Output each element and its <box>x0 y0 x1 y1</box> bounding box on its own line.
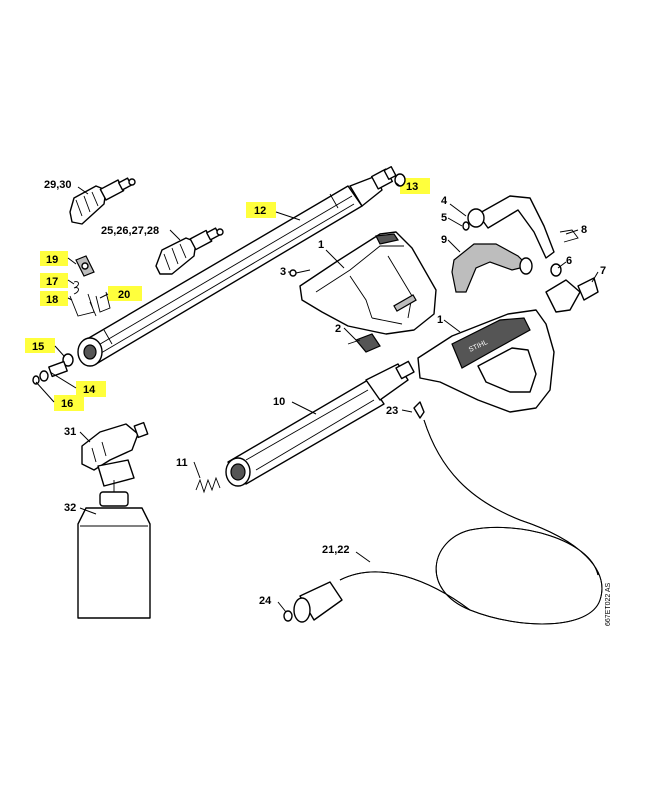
handle-lower-1: STIHL <box>417 309 555 413</box>
nozzle-29-30 <box>69 177 136 225</box>
label-1-upper: 1 <box>318 239 324 251</box>
lance-tube-12 <box>77 166 397 367</box>
label-14: 14 <box>83 384 96 396</box>
label-4: 4 <box>441 195 448 207</box>
foam-nozzle-31 <box>81 421 149 502</box>
label-9: 9 <box>441 234 447 246</box>
label-10: 10 <box>273 396 285 408</box>
label-15: 15 <box>32 341 44 353</box>
label-13: 13 <box>406 181 418 193</box>
label-3: 3 <box>280 266 286 278</box>
o-ring-13 <box>394 173 406 187</box>
document-code: 667ET022 AS <box>605 582 612 626</box>
nozzle-25-28 <box>155 227 224 275</box>
label-highlights <box>25 178 430 411</box>
label-18: 18 <box>46 294 58 306</box>
label-32: 32 <box>64 502 76 514</box>
spring-11 <box>195 476 221 494</box>
label-1-lower: 1 <box>437 314 443 326</box>
label-20: 20 <box>118 289 130 301</box>
nozzle-tip-14-16 <box>32 353 74 385</box>
label-25-28: 25,26,27,28 <box>101 225 159 237</box>
pin-2 <box>347 333 381 353</box>
extension-tube-10 <box>225 360 415 487</box>
label-16: 16 <box>61 398 73 410</box>
handle-shell-upper-1 <box>299 231 437 335</box>
label-8: 8 <box>581 224 587 236</box>
label-23: 23 <box>386 405 398 417</box>
hose-21-22 <box>283 401 603 625</box>
leader-lines <box>35 181 599 613</box>
label-6: 6 <box>566 255 572 267</box>
screw-3 <box>289 269 311 277</box>
trigger-guard-9 <box>451 243 533 293</box>
valve-parts-6-7 <box>545 263 599 313</box>
label-24: 24 <box>259 595 272 607</box>
label-29-30: 29,30 <box>44 179 72 191</box>
label-21-22: 21,22 <box>322 544 350 556</box>
label-19: 19 <box>46 254 58 266</box>
label-5: 5 <box>441 212 447 224</box>
label-31: 31 <box>64 426 76 438</box>
foam-bottle-32 <box>77 491 151 619</box>
label-11: 11 <box>176 457 188 469</box>
label-17: 17 <box>46 276 58 288</box>
o-ring-24 <box>283 610 293 622</box>
label-12: 12 <box>254 205 266 217</box>
clip-parts-17-20 <box>69 255 111 317</box>
bracket-4-5-8 <box>462 195 579 259</box>
label-2: 2 <box>335 323 341 335</box>
part-labels: 29,30 25,26,27,28 12 13 19 17 18 20 15 1… <box>32 179 606 607</box>
label-7: 7 <box>600 265 606 277</box>
